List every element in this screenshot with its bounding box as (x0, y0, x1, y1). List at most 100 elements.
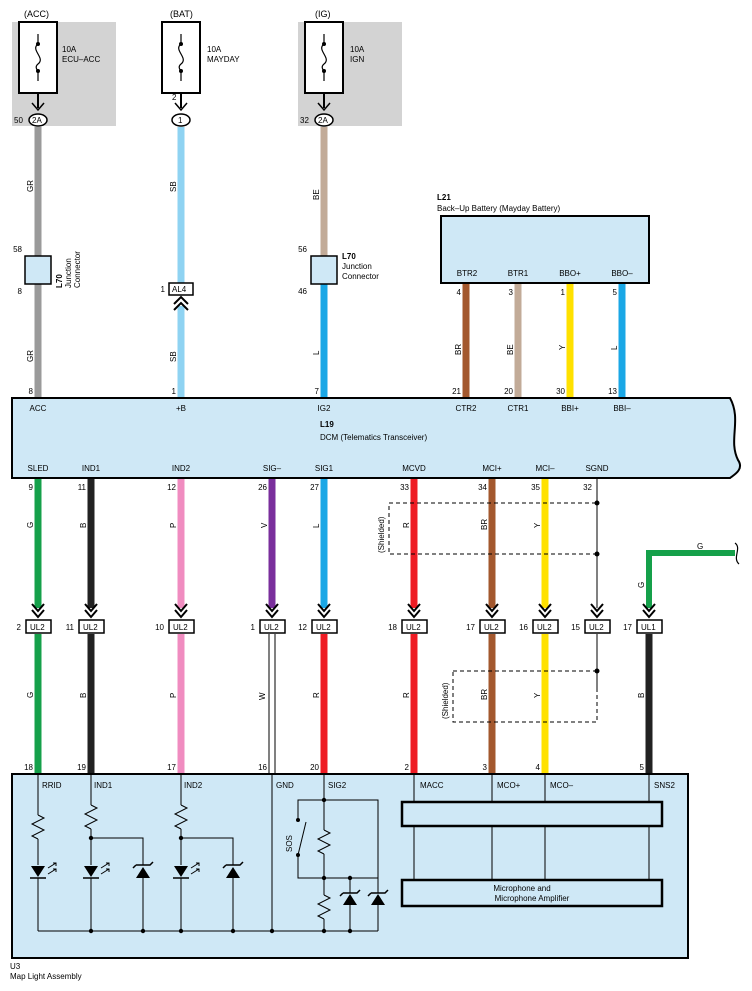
fuse-acc-rating: 10A (62, 45, 77, 54)
junction-left-label1: Junction (64, 258, 73, 288)
led-ind1-icon (83, 862, 110, 879)
wire-label-ind1: B (79, 523, 88, 528)
battery-id: L21 (437, 193, 451, 202)
junction-right-label2: Connector (342, 272, 379, 281)
dcm-label-bbi-minus: BBI– (613, 404, 631, 413)
ul-pin: 12 (298, 623, 307, 632)
wire-label-lower-w: W (258, 692, 267, 700)
fuse-ig-connector-label: 2A (318, 116, 328, 125)
mic-label-line1: Microphone and (493, 884, 550, 893)
dcm-label-ctr2: CTR2 (456, 404, 477, 413)
resistor-sig2-a-icon (316, 829, 332, 855)
fuse-bat: (BAT) 10A MAYDAY 1 2 (161, 9, 240, 127)
fuse-bat-connector-label: 1 (178, 116, 183, 125)
dcm-label-ctr1: CTR1 (508, 404, 529, 413)
dcm-label-sgnd: SGND (585, 464, 608, 473)
dcm-pin-9: 9 (29, 483, 34, 492)
dcm-label-ig2: IG2 (318, 404, 331, 413)
ul-label: UL2 (83, 623, 98, 632)
dcm-pin-21: 21 (452, 387, 461, 396)
dcm-box (11, 397, 741, 479)
ul-pin: 10 (155, 623, 164, 632)
zener-ind1-icon (132, 861, 154, 878)
dcm-bottom-pins: 9 11 12 26 27 33 34 35 32 (29, 483, 593, 492)
mic-label-line2: Microphone Amplifier (495, 894, 570, 903)
map-pin-20: 20 (310, 763, 319, 772)
map-light-circuit (30, 774, 650, 932)
dcm-label-mcvd: MCVD (402, 464, 426, 473)
junction-right-box (310, 255, 338, 285)
wire-bat-color-top: SB (169, 181, 178, 192)
dcm-label-sled: SLED (28, 464, 49, 473)
wire-bat-color-bottom: SB (169, 351, 178, 362)
fuse-bat-pin: 2 (172, 93, 177, 102)
sos-label: SOS (285, 835, 294, 852)
dcm-pin-acc: 8 (29, 387, 34, 396)
wire-acc-color-bottom: GR (26, 350, 35, 362)
resistor-ind1-icon (83, 804, 99, 830)
wire-label-lower-y: Y (533, 692, 542, 698)
battery-wire-l: L (610, 345, 619, 350)
map-term-mco-minus: MCO– (550, 781, 574, 790)
dcm-label-sig1: SIG1 (315, 464, 334, 473)
map-pin-2: 2 (405, 763, 410, 772)
map-term-ind2: IND2 (184, 781, 203, 790)
dcm-pin-13: 13 (608, 387, 617, 396)
junction-left-id: L70 (55, 274, 64, 288)
battery-box (440, 215, 650, 284)
dcm-module: L19 DCM (Telematics Transceiver) ACC +B … (11, 397, 741, 479)
wire-labels-lower: G B P W R R BR Y B G (26, 582, 646, 700)
fuse-ig: (IG) 10A IGN 2A 32 (298, 9, 402, 127)
ul-pin: 2 (17, 623, 22, 632)
dcm-pin-26: 26 (258, 483, 267, 492)
ul-connector-mci-plus: UL2 17 (466, 603, 506, 634)
map-term-gnd: GND (276, 781, 294, 790)
ul-pin: 18 (388, 623, 397, 632)
dcm-pin-ig2: 7 (315, 387, 320, 396)
ul-label: UL2 (316, 623, 331, 632)
dcm-id: L19 (320, 420, 334, 429)
led-ind2-icon (173, 862, 200, 879)
wire-acc-color-top: GR (26, 180, 35, 192)
ul-label: UL2 (406, 623, 421, 632)
map-term-mco-plus: MCO+ (497, 781, 521, 790)
wire-bat: SB SB (169, 127, 185, 398)
battery-pin-4: 4 (457, 288, 462, 297)
map-pin-18: 18 (24, 763, 33, 772)
dcm-pin-20: 20 (504, 387, 513, 396)
battery-pin-1: 1 (561, 288, 566, 297)
wire-label-lower-r1: R (312, 692, 321, 698)
battery-name: Back–Up Battery (Mayday Battery) (437, 204, 560, 213)
dcm-pin-27: 27 (310, 483, 319, 492)
ul-connector-sig-minus: UL2 1 (251, 603, 286, 634)
shield-lower-label: (Shielded) (441, 682, 450, 719)
ul-label: UL2 (30, 623, 45, 632)
ul-connector-sled: UL2 2 (17, 603, 52, 634)
dcm-label-acc: ACC (30, 404, 47, 413)
dcm-pin-30: 30 (556, 387, 565, 396)
al4-box (168, 282, 194, 296)
fuse-bat-rating: 10A (207, 45, 222, 54)
junction-left-pin-top: 58 (13, 245, 22, 254)
ul-connector-sns2: UL1 17 (623, 603, 663, 634)
wire-label-lower-b2: B (637, 693, 646, 698)
ul-connector-sig1: UL2 12 (298, 603, 338, 634)
ul-label: UL2 (537, 623, 552, 632)
dcm-pin-11: 11 (78, 483, 87, 492)
external-wire-break-icon (734, 542, 740, 565)
al4-label: AL4 (172, 285, 187, 294)
fuse-ig-pin: 32 (300, 116, 309, 125)
fuse-ig-arrow (317, 102, 331, 112)
wire-label-sig1: L (312, 523, 321, 528)
map-term-rrid: RRID (42, 781, 62, 790)
map-light-name: Map Light Assembly (10, 972, 82, 981)
map-pin-19: 19 (77, 763, 86, 772)
map-pin-3: 3 (483, 763, 488, 772)
wire-labels-upper: G B P V L R BR Y (26, 519, 542, 530)
wire-label-ul1-g: G (637, 582, 646, 588)
wire-label-mci-minus: Y (533, 522, 542, 528)
ul-label: UL2 (484, 623, 499, 632)
map-light-assembly: RRID IND1 IND2 GND SIG2 MACC MCO+ MCO– S… (11, 773, 689, 959)
battery-term-bbo-plus: BBO+ (559, 269, 581, 278)
dcm-name: DCM (Telematics Transceiver) (320, 433, 427, 442)
